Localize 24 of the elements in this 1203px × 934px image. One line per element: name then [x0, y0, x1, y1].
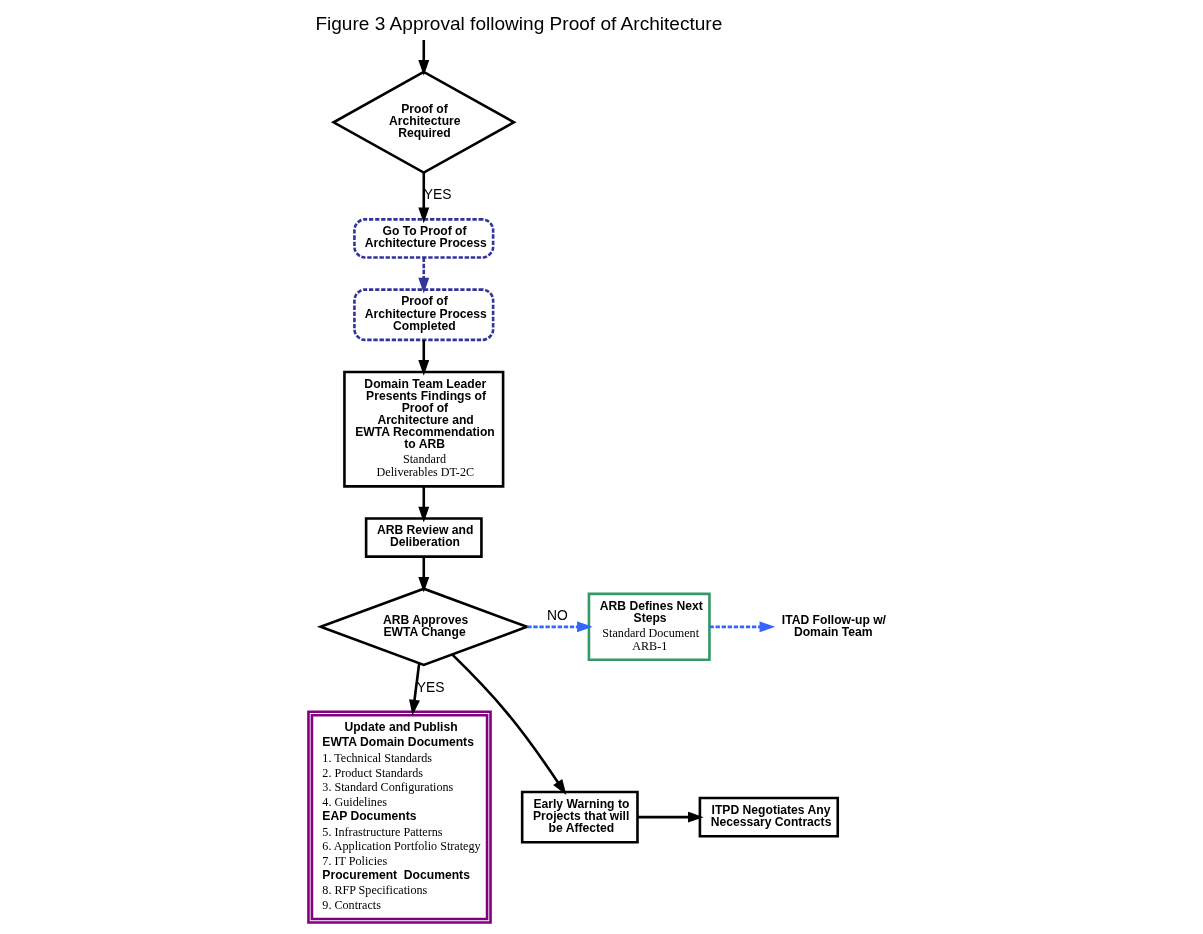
- arrow: [527, 621, 593, 633]
- arrow: [418, 340, 430, 376]
- arrow: [709, 621, 776, 633]
- arrow: [418, 257, 430, 294]
- arrow: [418, 486, 430, 523]
- node-box: ARB Review and Deliberation: [364, 517, 483, 558]
- edge-label: NO: [547, 606, 568, 623]
- arrow: [418, 556, 430, 593]
- arrow: [418, 39, 430, 76]
- node-box: Go To Proof of Architecture Process: [353, 218, 495, 259]
- node-box: Proof of Architecture Process Completed: [353, 288, 495, 342]
- arrow: [451, 653, 567, 796]
- arrow: [418, 172, 430, 224]
- edge-label: YES: [423, 186, 452, 203]
- node-text: ITAD Follow-up w/ Domain Team: [781, 612, 886, 639]
- arrow: [409, 663, 421, 716]
- node-diamond: Proof of Architecture Required: [330, 70, 517, 175]
- node-box: ITPD Negotiates Any Necessary Contracts: [698, 796, 840, 838]
- node-box: Domain Team Leader Presents Findings of Proof of Architecture and EWTA Recommendation to ARB Standard Deliverables DT-2C: [343, 370, 505, 488]
- node-box: Early Warning to Projects that will be Affected: [520, 790, 639, 844]
- arrow: [637, 811, 704, 823]
- edge-label: YES: [416, 678, 445, 695]
- node-box: ARB Defines Next Steps Standard Document ARB-1: [587, 592, 711, 662]
- diagram-title: Figure 3 Approval following Proof of Architecture: [315, 13, 723, 35]
